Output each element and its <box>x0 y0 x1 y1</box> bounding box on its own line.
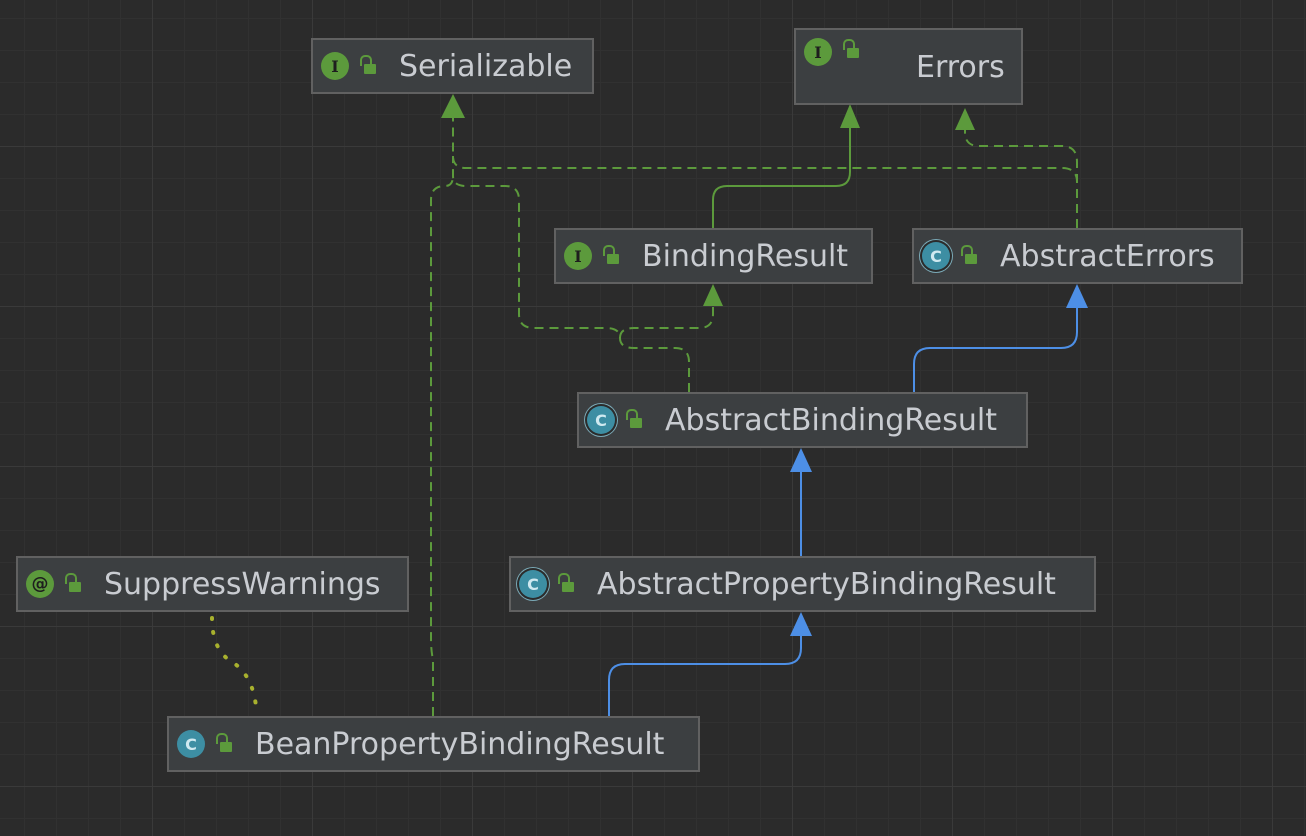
public-lock-icon <box>958 244 978 268</box>
node-label: Errors <box>916 50 1005 85</box>
arrowhead-abstractpropertybindingresult <box>790 612 812 636</box>
public-lock-icon <box>623 408 643 432</box>
edge-abstractbindingresult-serializable <box>452 156 690 392</box>
node-serializable[interactable]: I Serializable <box>311 38 594 94</box>
arrowhead-errors-from-abstracterrors <box>955 108 975 130</box>
node-bean-property-binding-result[interactable]: C BeanPropertyBindingResult <box>167 716 700 772</box>
interface-icon: I <box>321 52 349 80</box>
arrowhead-serializable <box>441 94 465 118</box>
abstract-class-icon: C <box>922 242 950 270</box>
public-lock-icon <box>357 54 377 78</box>
interface-icon: I <box>804 38 832 66</box>
node-label: Serializable <box>399 48 573 84</box>
edge-beanpropertybindingresult-abstractpropertybindingresult <box>608 636 802 716</box>
node-abstract-property-binding-result[interactable]: C AbstractPropertyBindingResult <box>509 556 1096 612</box>
edge-abstracterrors-errors <box>964 128 1078 228</box>
arrowhead-abstractbindingresult <box>790 448 812 472</box>
node-label: AbstractPropertyBindingResult <box>597 566 1056 602</box>
abstract-class-icon: C <box>587 406 615 434</box>
node-label: BeanPropertyBindingResult <box>255 726 665 762</box>
node-label: AbstractBindingResult <box>665 402 997 438</box>
node-label: AbstractErrors <box>1000 238 1215 274</box>
public-lock-icon <box>555 572 575 596</box>
abstract-class-icon: C <box>519 570 547 598</box>
class-icon: C <box>177 730 205 758</box>
edge-abstracterrors-serializable <box>452 118 1078 228</box>
node-binding-result[interactable]: I BindingResult <box>554 228 873 284</box>
interface-icon: I <box>564 242 592 270</box>
arrowhead-errors-from-bindingresult <box>840 104 860 128</box>
node-label: SuppressWarnings <box>104 566 381 602</box>
edge-abstractbindingresult-abstracterrors <box>913 306 1078 392</box>
edge-bindingresult-errors <box>712 124 851 228</box>
public-lock-icon <box>840 38 860 62</box>
edge-beanpropertybindingresult-serializable <box>430 175 454 716</box>
public-lock-icon <box>62 572 82 596</box>
node-abstract-binding-result[interactable]: C AbstractBindingResult <box>577 392 1028 448</box>
annotation-icon: @ <box>26 570 54 598</box>
node-errors[interactable]: I Errors <box>794 28 1023 105</box>
edge-suppresswarnings-annotation <box>210 616 258 708</box>
edge-abstractbindingresult-bindingresult <box>619 306 714 339</box>
arrowhead-abstracterrors <box>1066 284 1088 308</box>
public-lock-icon <box>213 732 233 756</box>
node-abstract-errors[interactable]: C AbstractErrors <box>912 228 1243 284</box>
arrowhead-bindingresult <box>703 284 723 306</box>
node-label: BindingResult <box>642 238 849 274</box>
node-suppress-warnings[interactable]: @ SuppressWarnings <box>16 556 409 612</box>
public-lock-icon <box>600 244 620 268</box>
